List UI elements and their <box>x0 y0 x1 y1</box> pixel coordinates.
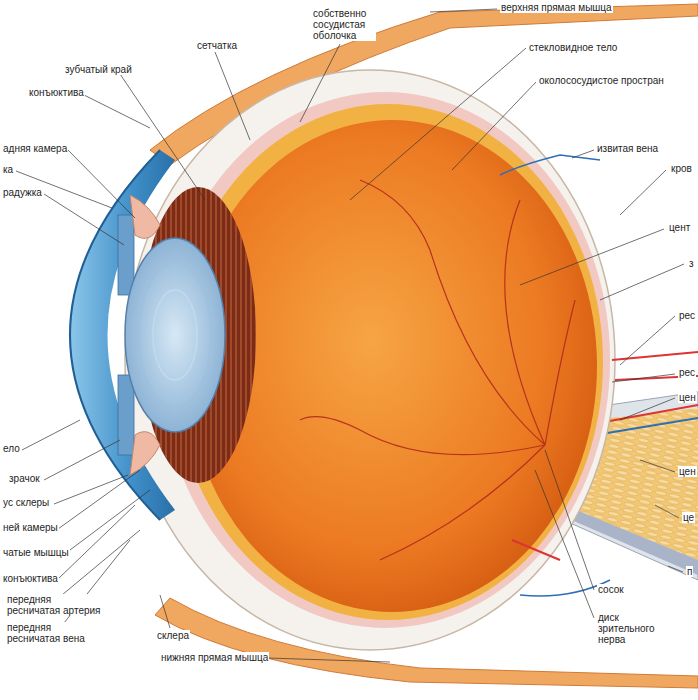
part-label: зрачок <box>8 473 41 484</box>
part-label: конъюктива <box>2 573 59 584</box>
part-label: кров <box>670 163 693 174</box>
part-label: рес <box>678 367 696 378</box>
part-label: зубчатый край <box>64 64 133 75</box>
part-label: конъюктива <box>28 87 85 98</box>
part-label: цент <box>668 222 691 233</box>
part-label: сетчатка <box>196 40 238 51</box>
part-label: извитая вена <box>596 143 659 154</box>
part-label: цен <box>678 392 697 403</box>
part-label: адняя камера <box>2 143 68 154</box>
part-label: це <box>682 512 695 523</box>
part-label: рес <box>678 310 696 321</box>
part-label: околососудистое простран <box>538 75 665 86</box>
part-label: ус склеры <box>2 497 50 508</box>
part-label: нижняя прямая мышца <box>160 652 269 663</box>
part-label: з <box>688 258 695 269</box>
part-label: цен <box>678 466 697 477</box>
part-label: верхняя прямая мышца <box>500 2 613 13</box>
part-label: стекловидное тело <box>528 42 618 53</box>
part-label: диск зрительного нерва <box>597 612 671 645</box>
part-label: п <box>686 566 693 577</box>
part-label: чатые мышцы <box>2 547 70 558</box>
part-label: передняя ресничатая артерия <box>6 594 108 616</box>
part-label: собственно сосудистая оболочка <box>312 8 376 41</box>
part-label: ней камеры <box>2 522 59 533</box>
part-label: передняя ресничатая вена <box>6 622 108 644</box>
part-label: сосок <box>597 584 625 595</box>
part-label: ка <box>2 164 14 175</box>
part-label: ело <box>2 443 21 454</box>
part-label: склера <box>156 630 190 641</box>
part-label: радужка <box>2 187 43 198</box>
